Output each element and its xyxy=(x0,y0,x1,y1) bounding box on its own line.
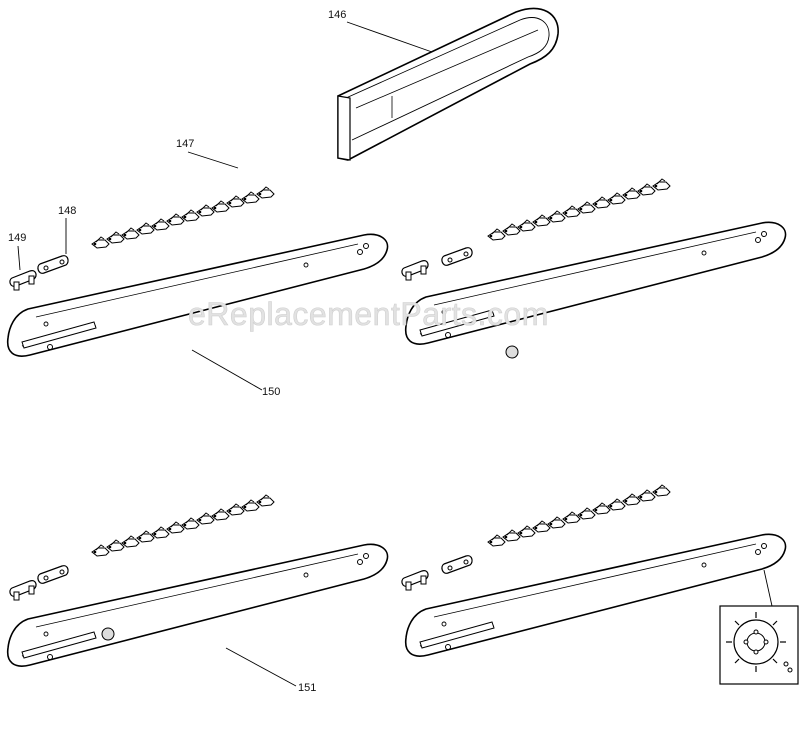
bar-cover-146 xyxy=(337,7,559,161)
part-label-146: 146 xyxy=(328,9,347,21)
part-label-149: 149 xyxy=(8,232,27,244)
rivet-strap-149 xyxy=(9,270,37,291)
part-label-147: 147 xyxy=(176,138,195,150)
connecting-link-148 xyxy=(37,255,69,274)
part-label-151: 151 xyxy=(298,682,317,694)
watermark: eReplacementParts.com xyxy=(188,296,549,333)
saw-chain-147 xyxy=(92,187,274,248)
part-label-148: 148 xyxy=(58,205,77,217)
saw-chain-top-right xyxy=(488,179,670,240)
sprocket-detail xyxy=(719,569,799,685)
saw-chain-bottom-left xyxy=(92,495,274,556)
leader-lines xyxy=(17,21,433,687)
saw-chain-bottom-right xyxy=(488,485,670,546)
part-label-150: 150 xyxy=(262,386,281,398)
guide-bar-151 xyxy=(6,543,389,667)
